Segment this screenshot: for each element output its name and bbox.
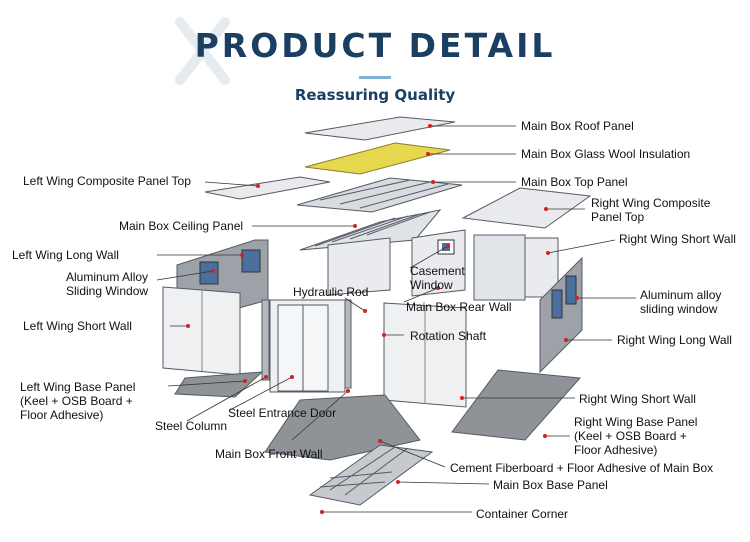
label-main-box-roof-panel: Main Box Roof Panel	[521, 119, 634, 133]
label-steel-column: Steel Column	[155, 419, 228, 433]
steel-column-left-shape	[261, 299, 270, 381]
label-hydraulic-rod: Hydraulic Rod	[293, 285, 369, 299]
page-title: PRODUCT DETAIL	[194, 26, 556, 65]
glass-wool-shape	[304, 142, 451, 175]
label-aluminum-alloy-sliding-window: Aluminum Alloy Sliding Window	[66, 270, 149, 298]
right-wing-composite-top-shape	[461, 187, 592, 229]
label-rotation-shaft: Rotation Shaft	[410, 329, 487, 343]
label-casement-window: Casement Window	[410, 264, 465, 292]
title-divider	[359, 76, 391, 79]
label-right-wing-long-wall: Right Wing Long Wall	[617, 333, 732, 347]
callout-markers	[186, 124, 579, 514]
label-left-wing-short-wall: Left Wing Short Wall	[23, 319, 132, 333]
right-wing-base-panel-shape	[451, 369, 582, 441]
main-box-roof-panel-shape	[304, 116, 456, 141]
main-box-top-panel-shape	[296, 177, 463, 213]
label-main-box-base-panel: Main Box Base Panel	[493, 478, 608, 492]
label-aluminum-alloy-sliding-window-right: Aluminum alloy sliding window	[640, 288, 722, 316]
main-box-front-wall-shape	[269, 299, 346, 393]
label-left-wing-base-panel: Left Wing Base Panel (Keel + OSB Board +…	[20, 380, 136, 422]
label-right-wing-short-wall-bottom: Right Wing Short Wall	[579, 392, 696, 406]
left-wing-composite-top-shape	[204, 176, 331, 200]
label-main-box-glass-wool: Main Box Glass Wool Insulation	[521, 147, 691, 161]
label-steel-entrance-door: Steel Entrance Door	[228, 406, 337, 420]
label-main-box-ceiling-panel: Main Box Ceiling Panel	[119, 219, 244, 233]
right-wing-short-wall-bottom-shape	[383, 302, 467, 408]
label-container-corner: Container Corner	[476, 507, 569, 521]
right-wing-long-wall-shape	[539, 256, 583, 374]
right-wing-rear-panel-shape	[473, 234, 526, 301]
label-right-wing-short-wall-top: Right Wing Short Wall	[619, 232, 736, 246]
leader-lines	[156, 125, 636, 513]
left-wing-short-wall-shape	[162, 286, 241, 376]
label-right-wing-base-panel: Right Wing Base Panel (Keel + OSB Board …	[574, 415, 698, 457]
main-box-base-panel-shape	[308, 444, 434, 506]
left-wing-base-panel-shape	[174, 371, 264, 398]
page-subtitle: Reassuring Quality	[294, 86, 456, 104]
label-main-box-top-panel: Main Box Top Panel	[521, 175, 628, 189]
label-cement-fiberboard: Cement Fiberboard + Floor Adhesive of Ma…	[450, 461, 714, 475]
label-main-box-front-wall: Main Box Front Wall	[215, 447, 323, 461]
label-left-wing-composite-top: Left Wing Composite Panel Top	[23, 174, 191, 188]
label-right-wing-composite-top: Right Wing Composite Panel Top	[591, 196, 711, 224]
label-main-box-rear-wall: Main Box Rear Wall	[406, 300, 512, 314]
label-left-wing-long-wall: Left Wing Long Wall	[12, 248, 119, 262]
watermark-logo	[175, 17, 230, 85]
